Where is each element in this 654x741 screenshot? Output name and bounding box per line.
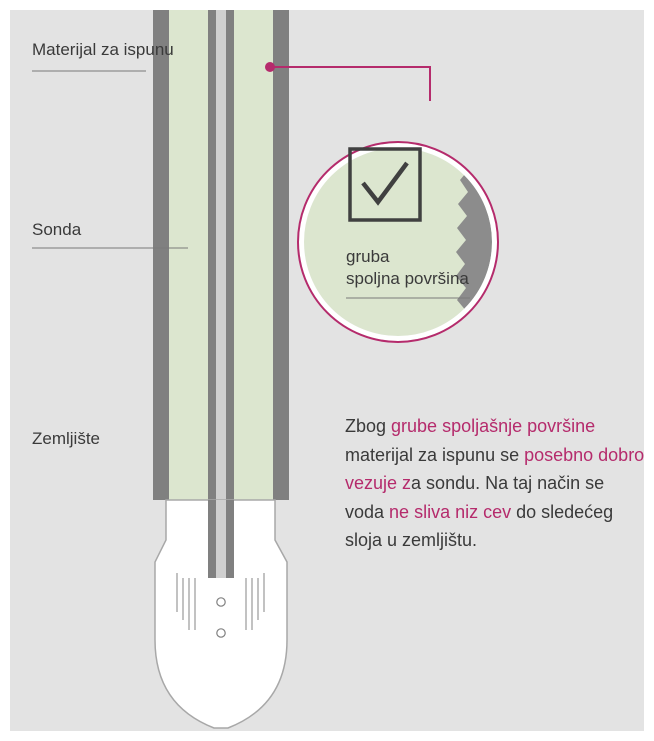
tip-detail-lines <box>176 573 265 630</box>
description-highlight-3: ne sliva niz cev <box>389 501 512 522</box>
description-paragraph: Zbog grube spoljašnje površine materijal… <box>345 412 645 555</box>
probe-tip <box>154 499 288 729</box>
label-fill-material: Materijal za ispunu <box>32 40 174 59</box>
description-text-4: do sledećeg sloja u zemljištu. <box>345 501 614 551</box>
pipe-wall-left <box>153 10 169 500</box>
description-highlight-1: grube spoljašnje površine <box>391 416 596 436</box>
tip-hole-top <box>216 597 226 607</box>
callout-ring <box>299 143 497 341</box>
tip-tube-core <box>216 500 226 578</box>
pipe-wall-right <box>273 10 289 500</box>
probe-tube-left <box>208 10 216 578</box>
probe-tube-right <box>226 10 234 578</box>
tip-hole-bottom <box>216 628 226 638</box>
callout-label-line2: spoljna površina <box>346 269 469 288</box>
callout-label-line1: gruba <box>346 247 390 266</box>
description-text-3: a sondu. Na taj način se voda <box>345 473 605 522</box>
callout-connector <box>270 66 431 101</box>
tip-tube-right <box>226 500 234 578</box>
check-icon <box>348 147 422 222</box>
description-highlight-2: posebno dobro vezuje z <box>345 444 645 494</box>
label-probe: Sonda <box>32 220 82 239</box>
description-text-2: materijal za ispunu se <box>345 444 525 465</box>
callout-border <box>297 141 499 343</box>
probe-tube-core <box>216 10 226 578</box>
label-soil: Zemljište <box>32 429 101 448</box>
background-panel <box>10 10 644 731</box>
callout-label: gruba spoljna površina <box>346 246 469 290</box>
tip-tube-left <box>208 500 216 578</box>
description-text-1: Zbog <box>345 416 392 436</box>
